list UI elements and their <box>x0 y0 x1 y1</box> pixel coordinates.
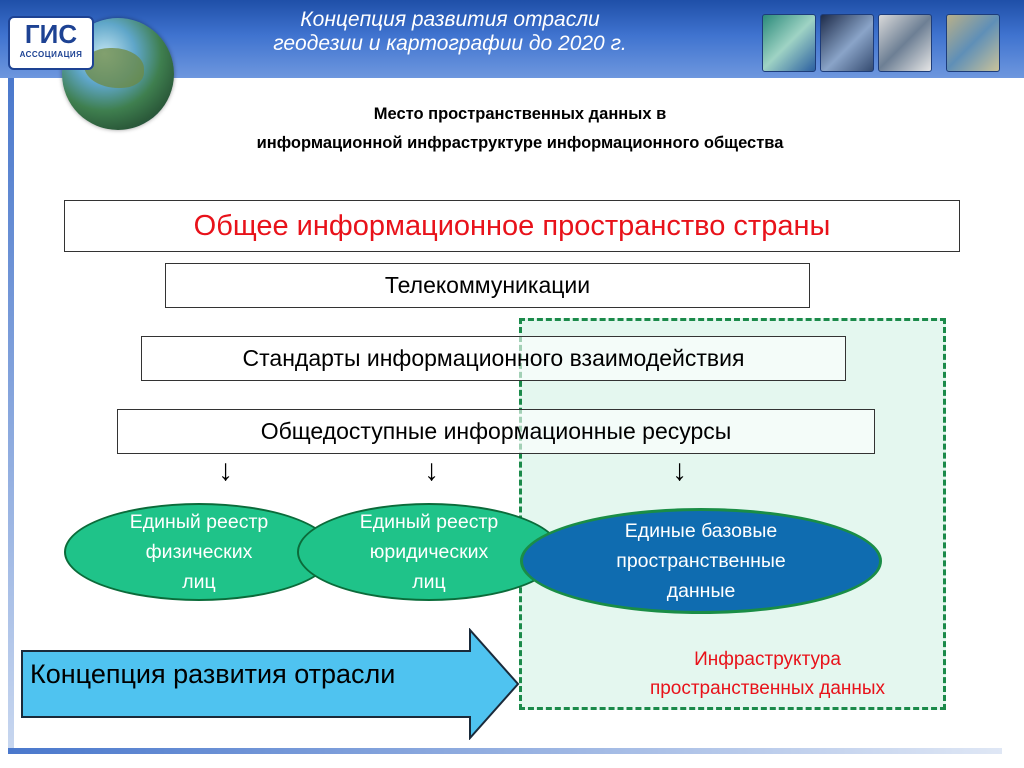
globe-land <box>84 48 144 88</box>
ellipse-line: лиц <box>182 571 216 593</box>
header-title-line2: геодезии и картографии до 2020 г. <box>273 32 627 55</box>
logo-main: ГИС <box>24 19 78 49</box>
ellipse-line: Единый реестр <box>129 511 269 533</box>
ellipse-line: пространственные <box>616 550 786 572</box>
infrastructure-region <box>519 318 946 710</box>
header-title-line1: Концепция развития отрасли <box>300 8 600 31</box>
main-space-box: Общее информационное пространство страны <box>64 200 960 252</box>
ellipse-line: Единый реестр <box>359 511 499 533</box>
subtitle-line1: Место пространственных данных в <box>373 105 667 123</box>
ellipse-base-spatial-data: Единые базовые пространственные данные <box>520 508 882 614</box>
ellipse-line: физических <box>145 541 253 563</box>
logo: ГИС АССОЦИАЦИЯ <box>8 16 94 70</box>
logo-sub: АССОЦИАЦИЯ <box>19 50 83 59</box>
telecom-box: Телекоммуникации <box>165 263 810 308</box>
infrastructure-label-line2: пространственных данных <box>649 678 886 699</box>
arrow-down-3: ↓ <box>672 454 687 487</box>
buildings-thumbnail <box>878 14 932 72</box>
infrastructure-label: Инфраструктура пространственных данных <box>590 645 945 703</box>
ellipse-individuals-registry: Единый реестр физических лиц <box>64 503 334 601</box>
ellipse-legal-entities-registry: Единый реестр юридических лиц <box>297 503 561 601</box>
bottom-rail <box>8 748 1002 754</box>
equipment-thumbnail <box>762 14 816 72</box>
infrastructure-label-line1: Инфраструктура <box>694 649 841 670</box>
ellipse-line: юридических <box>369 541 489 563</box>
header-title: Концепция развития отрасли геодезии и ка… <box>190 8 710 56</box>
subtitle-line2: информационной инфраструктуре информацио… <box>256 134 784 152</box>
ellipse-line: лиц <box>412 571 446 593</box>
standards-box: Стандарты информационного взаимодействия <box>141 336 846 381</box>
ellipse-line: Единые базовые <box>624 520 778 542</box>
arrow-down-2: ↓ <box>424 454 439 487</box>
arrow-down-1: ↓ <box>218 454 233 487</box>
concept-arrow-shape <box>21 628 520 740</box>
left-rail <box>8 78 14 748</box>
total-station-thumbnail <box>820 14 874 72</box>
concept-arrow-label: Концепция развития отрасли <box>30 659 396 689</box>
map-thumbnail <box>946 14 1000 72</box>
slide-subtitle: Место пространственных данных в информац… <box>120 100 920 158</box>
public-resources-box: Общедоступные информационные ресурсы <box>117 409 875 454</box>
ellipse-line: данные <box>666 580 736 602</box>
